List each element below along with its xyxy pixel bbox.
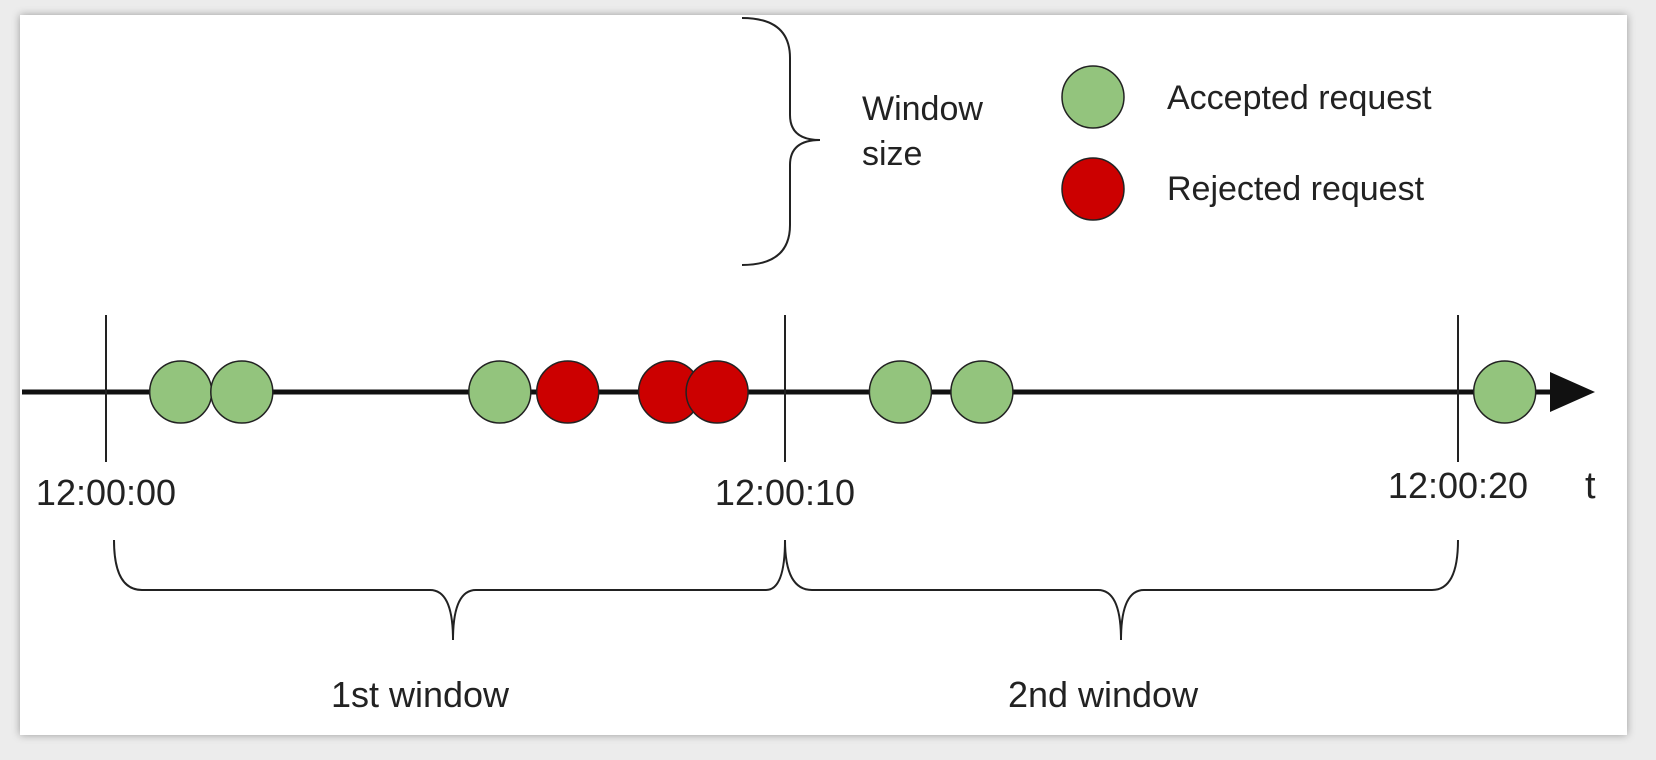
- tick-label-0: 12:00:00: [36, 472, 176, 513]
- window-size-label-line1: Window: [862, 90, 983, 128]
- legend-rejected-circle: [1061, 157, 1125, 221]
- rejected-request-marker-6: [685, 360, 749, 424]
- accepted-request-marker-9: [1472, 360, 1537, 424]
- tick-label-20: 12:00:20: [1388, 465, 1528, 506]
- diagram-frame: [20, 15, 1627, 735]
- first-window-label: 1st window: [331, 674, 510, 715]
- legend-rejected-label: Rejected request: [1167, 170, 1425, 208]
- requests-group: [148, 360, 1537, 424]
- accepted-request-marker-7: [868, 360, 933, 424]
- accepted-request-marker-8: [950, 360, 1014, 424]
- second-window-brace: [784, 539, 1459, 641]
- accepted-request-marker-2: [210, 360, 274, 424]
- rejected-request-marker-4: [535, 360, 600, 424]
- window-size-label-line2: size: [862, 135, 922, 173]
- first-window-brace: [113, 539, 786, 641]
- accepted-request-marker-1: [148, 360, 213, 424]
- time-axis-arrowhead: [1550, 372, 1595, 412]
- legend-accepted-circle: [1061, 65, 1125, 129]
- tick-label-10: 12:00:10: [715, 472, 855, 513]
- time-axis-label: t: [1585, 465, 1596, 507]
- accepted-request-marker-3: [468, 360, 532, 424]
- second-window-label: 2nd window: [1008, 674, 1199, 715]
- legend-accepted-label: Accepted request: [1167, 79, 1432, 117]
- window-size-brace: [741, 17, 821, 266]
